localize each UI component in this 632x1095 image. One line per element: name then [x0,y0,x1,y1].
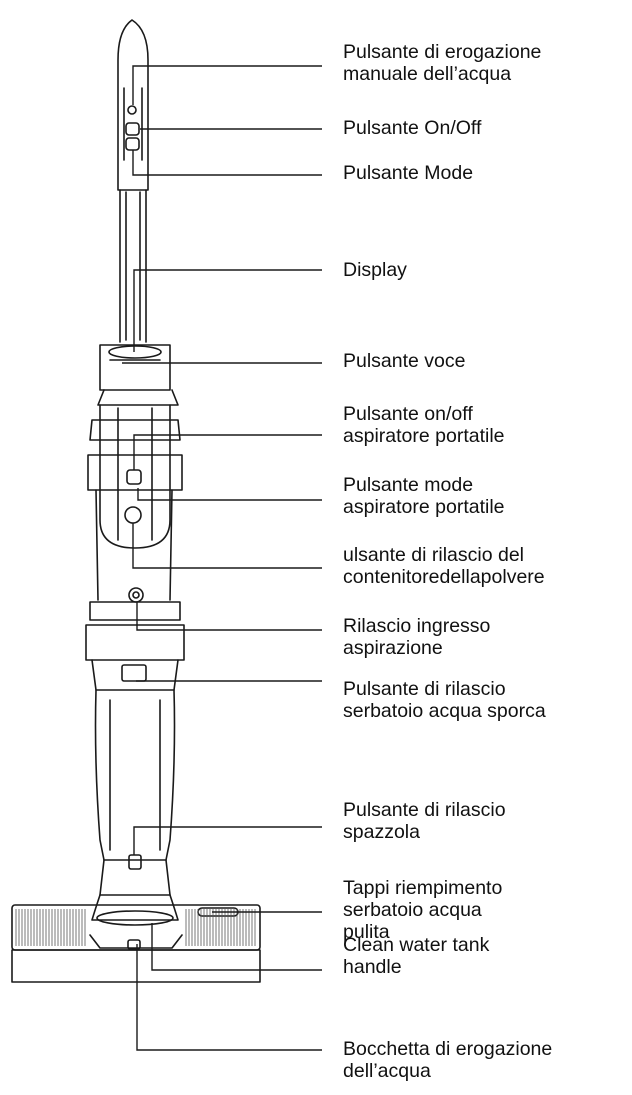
label-line: ulsante di rilascio del [343,544,525,566]
label-line: pulita [343,921,390,943]
leader-water-nozzle [136,944,322,1051]
label-line: aspiratore portatile [343,425,505,447]
display-shape [108,345,162,359]
label-display: Display [343,259,629,281]
manual-water-button-shape [127,105,137,115]
label-voice-button: Pulsante voce [343,350,629,372]
handheld-mode-shape [124,506,142,524]
dirty-tank-release-shape [121,664,147,682]
dust-release-shape [128,587,144,603]
handle-grip [117,19,149,191]
brush-neck [91,894,179,921]
label-line: Pulsante mode [343,474,474,496]
label-line: Pulsante di erogazione [343,41,542,63]
handheld-body [99,404,171,549]
suction-inlet [85,624,185,661]
mode-button-shape [125,137,140,151]
label-line: aspirazione [343,637,443,659]
leader-suction-inlet-release [136,602,322,631]
label-line: Clean water tank [343,934,490,956]
label-line: Tappi riempimento [343,877,503,899]
label-line: Pulsante Mode [343,162,474,184]
label-mode-button: Pulsante Mode [343,162,629,184]
label-line: contenitoredellapolvere [343,566,545,588]
leader-clean-tank-handle [151,923,322,971]
label-line: Bocchetta di erogazione [343,1038,553,1060]
leader-handheld-mode-button [137,488,322,501]
label-line: aspiratore portatile [343,496,505,518]
label-line: manuale dell’acqua [343,63,512,85]
leader-dust-container-release [132,523,322,569]
label-line: Rilascio ingresso [343,615,491,637]
label-line: Pulsante di rilascio [343,799,506,821]
label-line: serbatoio acqua sporca [343,700,546,722]
label-line: handle [343,956,402,978]
label-line: Pulsante On/Off [343,117,482,139]
leader-display [133,269,322,352]
leader-handheld-on-off-button [133,434,322,470]
label-line: spazzola [343,821,420,843]
top-cap [99,344,171,391]
leader-brush-release [133,826,322,855]
handheld-on-off-shape [126,469,142,485]
label-line: Pulsante on/off [343,403,473,425]
on-off-button-shape [125,122,140,136]
water-nozzle-shape [127,939,141,950]
label-line: serbatoio acqua [343,899,482,921]
leader-mode-button [132,150,322,176]
label-line: Pulsante di rilascio [343,678,506,700]
label-line: Pulsante voce [343,350,466,372]
brush-release-shape [128,854,142,870]
label-on-off-button: Pulsante On/Off [343,117,629,139]
shaft [119,189,147,343]
label-line: Display [343,259,407,281]
dirty-water-tank [94,689,176,861]
leader-manual-water-button [132,65,322,105]
label-line: dell’acqua [343,1060,431,1082]
